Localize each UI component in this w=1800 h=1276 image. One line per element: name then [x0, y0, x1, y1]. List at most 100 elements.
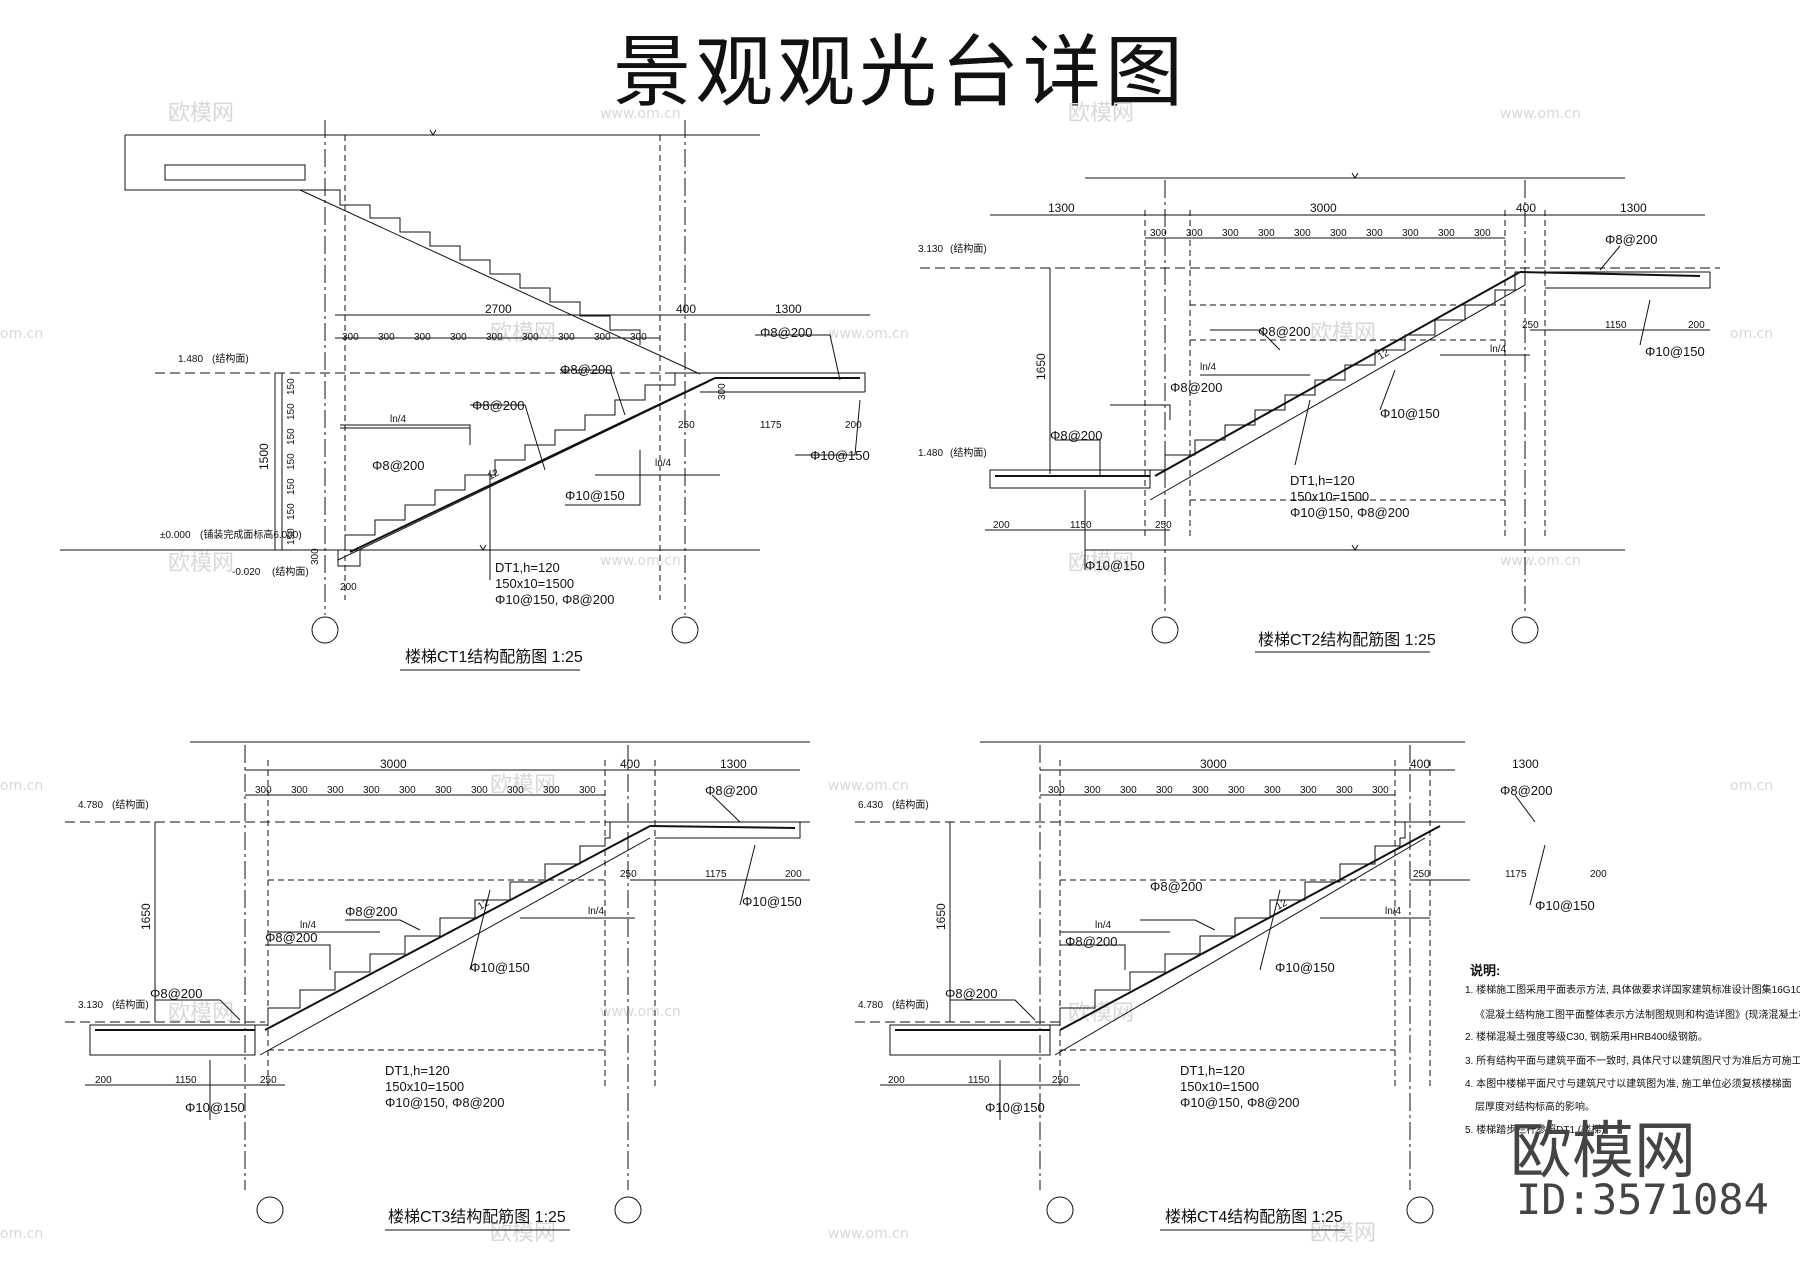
- watermark: www.om.cn: [1500, 106, 1581, 122]
- rebar-label: Φ10@150: [1535, 898, 1595, 913]
- spec-line: Φ10@150, Φ8@200: [495, 592, 614, 607]
- stair-ct1-drawing: [60, 120, 870, 671]
- ln-label: ln/4: [655, 458, 672, 469]
- level-label: -0.020: [232, 567, 261, 578]
- ln-label: ln/4: [1200, 362, 1217, 373]
- slab-mark: 12: [1376, 347, 1392, 362]
- rebar-label: Φ10@150: [742, 894, 802, 909]
- stair-ct3-drawing: [65, 741, 810, 1231]
- rebar-label: Φ8@200: [1065, 934, 1118, 949]
- watermark: 欧模网: [168, 551, 234, 576]
- spec-line: 150x10=1500: [495, 576, 574, 591]
- dim-label: 3000: [1200, 757, 1227, 771]
- ln-label: ln/4: [1385, 906, 1402, 917]
- level-label: 4.780: [858, 1000, 883, 1011]
- note-line: 3. 所有结构平面与建筑平面不一致时, 具体尺寸以建筑图尺寸为准后方可施工。: [1465, 1054, 1800, 1067]
- riser-dim: 150: [286, 528, 297, 545]
- note-line: 1. 楼梯施工图采用平面表示方法, 具体做要求详国家建筑标准设计图集16G101…: [1465, 983, 1800, 996]
- stair-ct2-labels: 1300 3000 400 1300 300 300 300 300 300 3…: [918, 201, 1705, 649]
- watermark: www.om.cn: [600, 553, 681, 569]
- dim-label: 300: [579, 785, 596, 796]
- ln-label: ln/4: [1095, 920, 1112, 931]
- dim-label: 300: [594, 332, 611, 343]
- rebar-label: Φ8@200: [1050, 428, 1103, 443]
- dim-label: 300: [471, 785, 488, 796]
- rebar-label: Φ10@150: [1645, 344, 1705, 359]
- dim-label: 200: [340, 582, 357, 593]
- spec-line: 150x10=1500: [385, 1079, 464, 1094]
- dim-label: 300: [1228, 785, 1245, 796]
- dim-label: 200: [888, 1075, 905, 1086]
- dim-label: 300: [291, 785, 308, 796]
- dim-label: 300: [435, 785, 452, 796]
- riser-dim: 150: [286, 378, 297, 395]
- general-notes: 说明: 1. 楼梯施工图采用平面表示方法, 具体做要求详国家建筑标准设计图集16…: [1465, 963, 1800, 1136]
- note-line: 5. 楼梯踏步栏杆参照DT1 (楼梯)。: [1465, 1123, 1614, 1136]
- watermarks: 欧模网 www.om.cn 欧模网 www.om.cn om.cn 欧模网 ww…: [0, 101, 1773, 1246]
- spec-line: DT1,h=120: [385, 1063, 450, 1078]
- dim-label: 250: [678, 420, 695, 431]
- spec-line: 150x10=1500: [1290, 489, 1369, 504]
- dim-label: 1175: [705, 869, 727, 880]
- level-note: (结构面): [272, 565, 309, 578]
- dim-label: 300: [1156, 785, 1173, 796]
- watermark: om.cn: [0, 326, 43, 342]
- dim-label: 300: [1186, 228, 1203, 239]
- dim-label: 200: [845, 420, 862, 431]
- watermark: om.cn: [0, 778, 43, 794]
- level-label: 6.430: [858, 800, 883, 811]
- riser-dim: 150: [286, 403, 297, 420]
- dim-label: 400: [676, 302, 696, 316]
- level-label: 3.130: [918, 244, 943, 255]
- stair-ct2-drawing: [920, 172, 1720, 653]
- rebar-label: Φ8@200: [760, 325, 813, 340]
- ln-label: ln/4: [390, 414, 407, 425]
- rebar-label: Φ10@150: [1380, 406, 1440, 421]
- watermark: www.om.cn: [828, 326, 909, 342]
- stair-ct3-labels: 3000 400 1300 300 300 300 300 300 300 30…: [78, 757, 802, 1226]
- dim-label: 250: [1522, 320, 1539, 331]
- ln-label: ln/4: [300, 920, 317, 931]
- rebar-label: Φ8@200: [1170, 380, 1223, 395]
- rebar-label: Φ10@150: [470, 960, 530, 975]
- slab-mark: 12: [476, 897, 492, 912]
- page-title: 景观观光台详图: [612, 28, 1187, 118]
- dim-label: 300: [1264, 785, 1281, 796]
- spec-line: Φ10@150, Φ8@200: [385, 1095, 504, 1110]
- rebar-label: Φ10@150: [185, 1100, 245, 1115]
- dim-label: 200: [1590, 869, 1607, 880]
- dim-label: 300: [450, 332, 467, 343]
- dim-label: 200: [1688, 320, 1705, 331]
- rebar-label: Φ10@150: [985, 1100, 1045, 1115]
- spec-line: Φ10@150, Φ8@200: [1290, 505, 1409, 520]
- height-dim: 1650: [1034, 353, 1048, 380]
- dim-label: 300: [1300, 785, 1317, 796]
- note-line: 层厚度对结构标高的影响。: [1475, 1100, 1595, 1113]
- stair-ct1-labels: 2700 400 1300 300 300 300 300 300 300 30…: [160, 302, 870, 666]
- level-note: (结构面): [950, 446, 987, 459]
- dim-label: 300: [1048, 785, 1065, 796]
- slab-mark: 12: [486, 467, 502, 482]
- dim-label: 300: [543, 785, 560, 796]
- dim-label: 300: [558, 332, 575, 343]
- dim-label: 3000: [380, 757, 407, 771]
- dim-label: 200: [993, 520, 1010, 531]
- dim-label: 300: [522, 332, 539, 343]
- spec-line: DT1,h=120: [495, 560, 560, 575]
- ln-label: ln/4: [1490, 344, 1507, 355]
- spec-line: Φ10@150, Φ8@200: [1180, 1095, 1299, 1110]
- rebar-label: Φ8@200: [150, 986, 203, 1001]
- dim-label: 1150: [175, 1075, 197, 1086]
- dim-label: 1300: [720, 757, 747, 771]
- dim-label: 250: [1413, 869, 1430, 880]
- level-note: (结构面): [892, 998, 929, 1011]
- note-line: 《混凝土结构施工图平面整体表示方法制图规则和构造详图》(现浇混凝土板式楼梯)。: [1475, 1008, 1800, 1021]
- height-dim: 1650: [934, 903, 948, 930]
- watermark: www.om.cn: [600, 1004, 681, 1020]
- watermark: www.om.cn: [1500, 553, 1581, 569]
- watermark: 欧模网: [490, 773, 556, 798]
- watermark: www.om.cn: [600, 106, 681, 122]
- note-line: 2. 楼梯混凝土强度等级C30, 钢筋采用HRB400级钢筋。: [1465, 1030, 1708, 1043]
- watermark: 欧模网: [1310, 1221, 1376, 1246]
